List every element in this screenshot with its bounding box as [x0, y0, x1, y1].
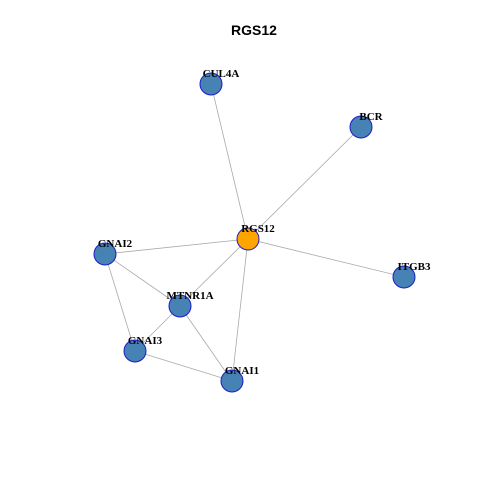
node-circle-rgs12 — [236, 227, 260, 251]
node-cul4a: CUL4A — [199, 68, 240, 96]
edge-rgs12-mtnr1a — [179, 238, 249, 307]
edge-rgs12-cul4a — [210, 83, 249, 240]
node-mtnr1a: MTNR1A — [166, 290, 214, 318]
node-circle-cul4a — [199, 72, 223, 96]
node-circle-gnai1 — [220, 369, 244, 393]
edge-rgs12-gnai2 — [104, 238, 249, 255]
node-label-cul4a: CUL4A — [203, 68, 240, 80]
node-circle-mtnr1a — [168, 294, 192, 318]
node-label-bcr: BCR — [359, 111, 383, 123]
edge-gnai2-gnai3 — [104, 253, 136, 352]
node-gnai1: GNAI1 — [220, 365, 259, 393]
node-label-gnai3: GNAI3 — [128, 335, 163, 347]
edge-gnai3-gnai1 — [134, 350, 233, 382]
node-label-gnai1: GNAI1 — [225, 365, 259, 377]
node-circle-bcr — [349, 115, 373, 139]
edge-rgs12-itgb3 — [247, 238, 405, 278]
node-gnai2: GNAI2 — [93, 238, 133, 266]
edge-mtnr1a-gnai1 — [179, 305, 233, 382]
node-label-itgb3: ITGB3 — [397, 261, 431, 273]
edge-rgs12-gnai1 — [231, 238, 249, 382]
diagram-title: RGS12 — [231, 22, 277, 38]
edge-gnai2-mtnr1a — [104, 253, 181, 307]
node-circle-gnai3 — [123, 339, 147, 363]
node-label-rgs12: RGS12 — [241, 223, 275, 235]
node-label-gnai2: GNAI2 — [98, 238, 133, 250]
node-rgs12: RGS12 — [236, 223, 275, 251]
node-gnai3: GNAI3 — [123, 335, 163, 363]
node-bcr: BCR — [349, 111, 384, 139]
node-circle-gnai2 — [93, 242, 117, 266]
edges-layer — [104, 83, 405, 382]
node-circle-itgb3 — [392, 265, 416, 289]
edge-rgs12-bcr — [247, 126, 362, 240]
node-label-mtnr1a: MTNR1A — [166, 290, 213, 302]
node-itgb3: ITGB3 — [392, 261, 431, 289]
